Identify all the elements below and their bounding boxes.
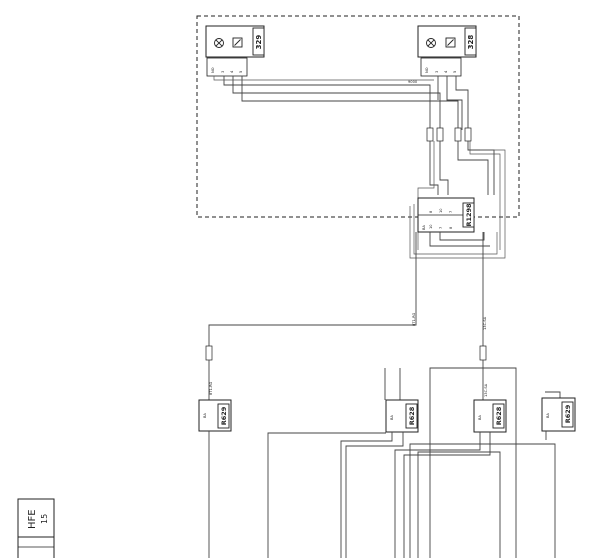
inline-connectors-mid: [205, 345, 487, 361]
component-329: 329 NO 3 4 5: [205, 25, 265, 77]
pin-328-5: 5: [453, 71, 457, 73]
r628-a-ba: BA: [390, 415, 394, 420]
conn-pin-top-3: 7: [449, 211, 453, 213]
wire-label-right-run: 13C-SA: [483, 316, 487, 330]
label-r1298: R1298: [465, 203, 473, 227]
enclosure-wires: 9000: [213, 76, 469, 130]
pin-329-no: NO: [211, 67, 215, 73]
lower-bus-wires: [267, 367, 556, 558]
component-r629-left: 8T1-RG R629 BA: [198, 360, 232, 558]
r629-right-ba: BA: [546, 413, 550, 418]
title-block-number: 15: [40, 514, 49, 524]
pin-329-5: 5: [239, 71, 243, 73]
pin-329-3: 3: [221, 71, 225, 73]
label-r628-b: R628: [495, 406, 503, 425]
conn-label-ba-left: BA: [422, 225, 426, 230]
wire-label-right-drop: 13C-SA: [484, 383, 488, 397]
conn-pin-bot-3: 8: [449, 226, 453, 229]
r628-b-ba: BA: [478, 415, 482, 420]
wire-label-left-run: 8T1-RG: [412, 312, 416, 326]
wire-label-left-drop: 8T1-RG: [209, 381, 213, 395]
label-r629-left: R629: [220, 406, 228, 425]
conn-pin-top-2: 10: [439, 208, 443, 213]
component-328: 328 NO 3 4 5: [417, 25, 477, 77]
switch-icon: [445, 37, 456, 48]
title-block: HFE 15: [17, 498, 55, 558]
lamp-icon: [214, 38, 224, 48]
label-r629-right: R629: [564, 404, 572, 423]
pin-328-4: 4: [444, 70, 448, 73]
pin-328-3: 3: [435, 71, 439, 73]
label-r628-a: R628: [408, 406, 416, 425]
label-329: 329: [255, 35, 263, 50]
title-block-code: HFE: [27, 509, 38, 529]
conn-pin-bot-1: 10: [429, 224, 433, 229]
conn-pin-top-1: 8: [429, 210, 433, 213]
inline-connectors-top: [426, 127, 472, 142]
switch-icon: [232, 37, 243, 48]
pin-328-no: NO: [425, 67, 429, 73]
connector-r1298: R1298 8 10 7 10 7 8 BA: [417, 197, 475, 233]
pin-329-4: 4: [230, 70, 234, 73]
wire-label-top-run: 9000: [408, 80, 418, 84]
enclosure-dashed: [196, 15, 520, 218]
conn-pin-bot-2: 7: [439, 227, 443, 229]
label-328: 328: [467, 35, 475, 50]
connector-output-wires: 8T1-RG 13C-SA: [208, 149, 506, 350]
component-r629-right: R629 BA: [541, 391, 576, 432]
lamp-icon: [426, 38, 436, 48]
component-r628-a: R628 BA: [384, 368, 419, 433]
r629-left-ba: BA: [203, 413, 207, 418]
component-r628-b: 13C-SA R628 BA: [473, 360, 507, 433]
